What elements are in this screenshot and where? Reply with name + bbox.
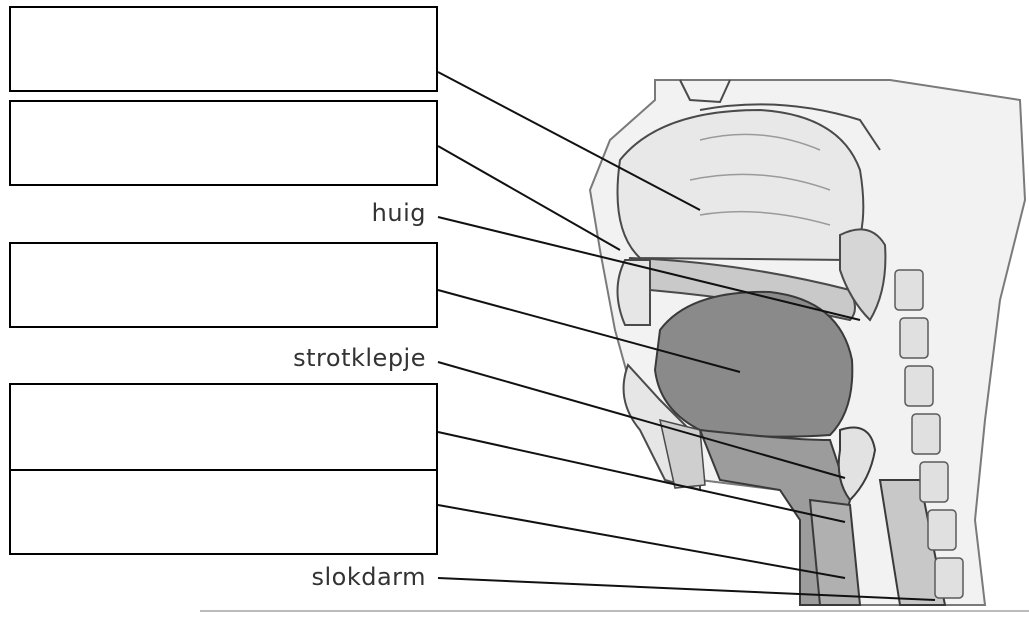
label-strotklepje: strotklepje: [293, 344, 426, 372]
tongue: [655, 292, 852, 437]
label-slokdarm: slokdarm: [311, 563, 426, 591]
answer-box-1[interactable]: [9, 6, 438, 92]
answer-box-5[interactable]: [9, 469, 438, 555]
answer-box-3[interactable]: [9, 242, 438, 328]
answer-box-2[interactable]: [9, 100, 438, 186]
answer-box-4[interactable]: [9, 383, 438, 471]
upper-lip: [618, 260, 651, 325]
label-huig: huig: [372, 199, 426, 227]
leader-line-box5: [438, 505, 845, 578]
